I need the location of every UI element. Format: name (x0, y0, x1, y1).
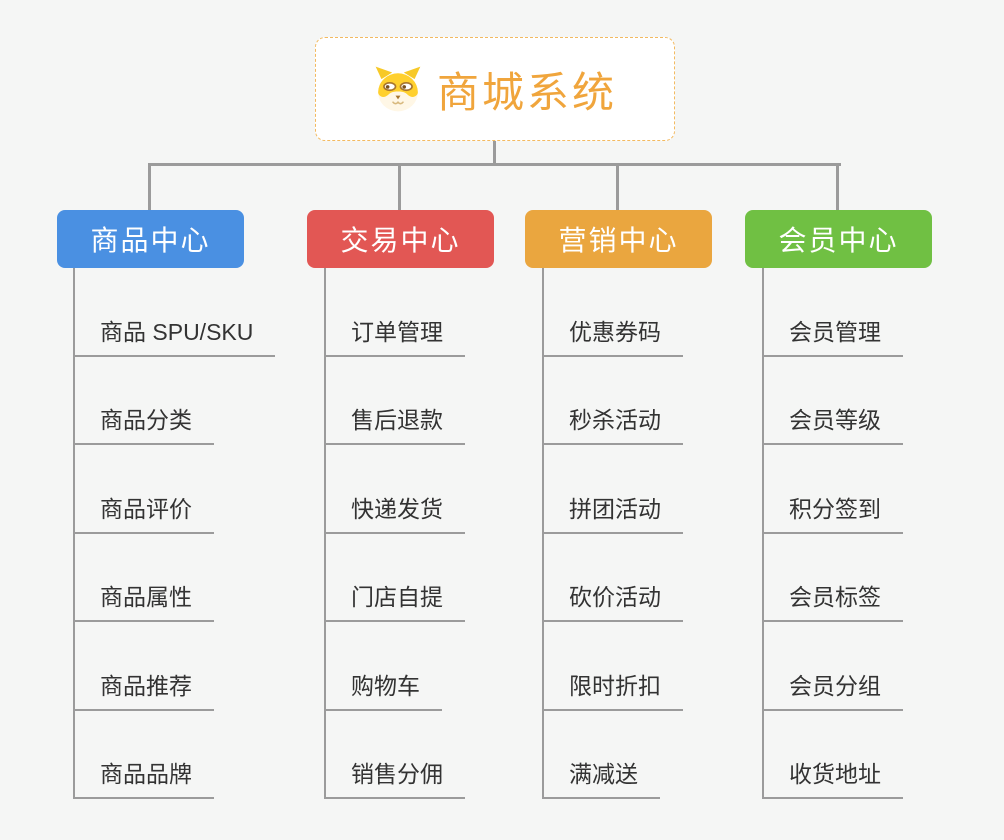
leaf-node[interactable]: 会员标签 (762, 534, 903, 622)
branch-product-center[interactable]: 商品中心 (57, 210, 244, 268)
leaf-node[interactable]: 商品分类 (73, 357, 214, 445)
leaf-node[interactable]: 会员分组 (762, 622, 903, 711)
leaf-node[interactable]: 满减送 (542, 711, 660, 799)
connector-drop-trade (398, 165, 401, 211)
leaf-column-member: 会员管理 会员等级 积分签到 会员标签 会员分组 收货地址 (762, 268, 903, 799)
leaf-node[interactable]: 砍价活动 (542, 534, 683, 622)
leaf-column-product: 商品 SPU/SKU 商品分类 商品评价 商品属性 商品推荐 商品品牌 (73, 268, 276, 799)
branch-label: 会员中心 (778, 225, 899, 256)
leaf-node[interactable]: 门店自提 (324, 534, 465, 622)
trunk-member-center (762, 268, 764, 799)
leaf-node[interactable]: 销售分佣 (324, 711, 465, 799)
leaf-node[interactable]: 优惠券码 (542, 268, 683, 357)
branch-label: 商品中心 (90, 225, 211, 256)
connector-drop-marketing (616, 165, 619, 211)
root-node-mall-system[interactable]: 商城系统 (315, 37, 675, 141)
connector-drop-product (148, 165, 151, 211)
branch-trade-center[interactable]: 交易中心 (307, 210, 494, 268)
connector-drop-member (836, 165, 839, 211)
connector-horizontal-bar (148, 163, 841, 166)
leaf-node[interactable]: 秒杀活动 (542, 357, 683, 445)
leaf-node[interactable]: 会员等级 (762, 357, 903, 445)
branch-marketing-center[interactable]: 营销中心 (525, 210, 712, 268)
trunk-marketing-center (542, 268, 544, 799)
leaf-node[interactable]: 商品 SPU/SKU (73, 268, 276, 357)
trunk-trade-center (324, 268, 326, 799)
branch-label: 交易中心 (340, 225, 461, 256)
trunk-product-center (73, 268, 75, 799)
leaf-column-marketing: 优惠券码 秒杀活动 拼团活动 砍价活动 限时折扣 满减送 (542, 268, 683, 799)
leaf-node[interactable]: 商品评价 (73, 445, 214, 534)
leaf-node[interactable]: 会员管理 (762, 268, 903, 357)
leaf-node[interactable]: 积分签到 (762, 445, 903, 534)
branch-label: 营销中心 (558, 225, 679, 256)
leaf-node[interactable]: 商品属性 (73, 534, 214, 622)
leaf-node[interactable]: 拼团活动 (542, 445, 683, 534)
leaf-node[interactable]: 收货地址 (762, 711, 903, 799)
leaf-node[interactable]: 购物车 (324, 622, 442, 711)
leaf-node[interactable]: 快递发货 (324, 445, 465, 534)
leaf-column-trade: 订单管理 售后退款 快递发货 门店自提 购物车 销售分佣 (324, 268, 465, 799)
leaf-node[interactable]: 商品品牌 (73, 711, 214, 799)
dog-icon (373, 65, 423, 113)
leaf-node[interactable]: 限时折扣 (542, 622, 683, 711)
leaf-node[interactable]: 商品推荐 (73, 622, 214, 711)
leaf-node[interactable]: 订单管理 (324, 268, 465, 357)
leaf-node[interactable]: 售后退款 (324, 357, 465, 445)
connector-root-vertical (493, 141, 496, 166)
root-label: 商城系统 (436, 68, 617, 116)
branch-member-center[interactable]: 会员中心 (745, 210, 932, 268)
